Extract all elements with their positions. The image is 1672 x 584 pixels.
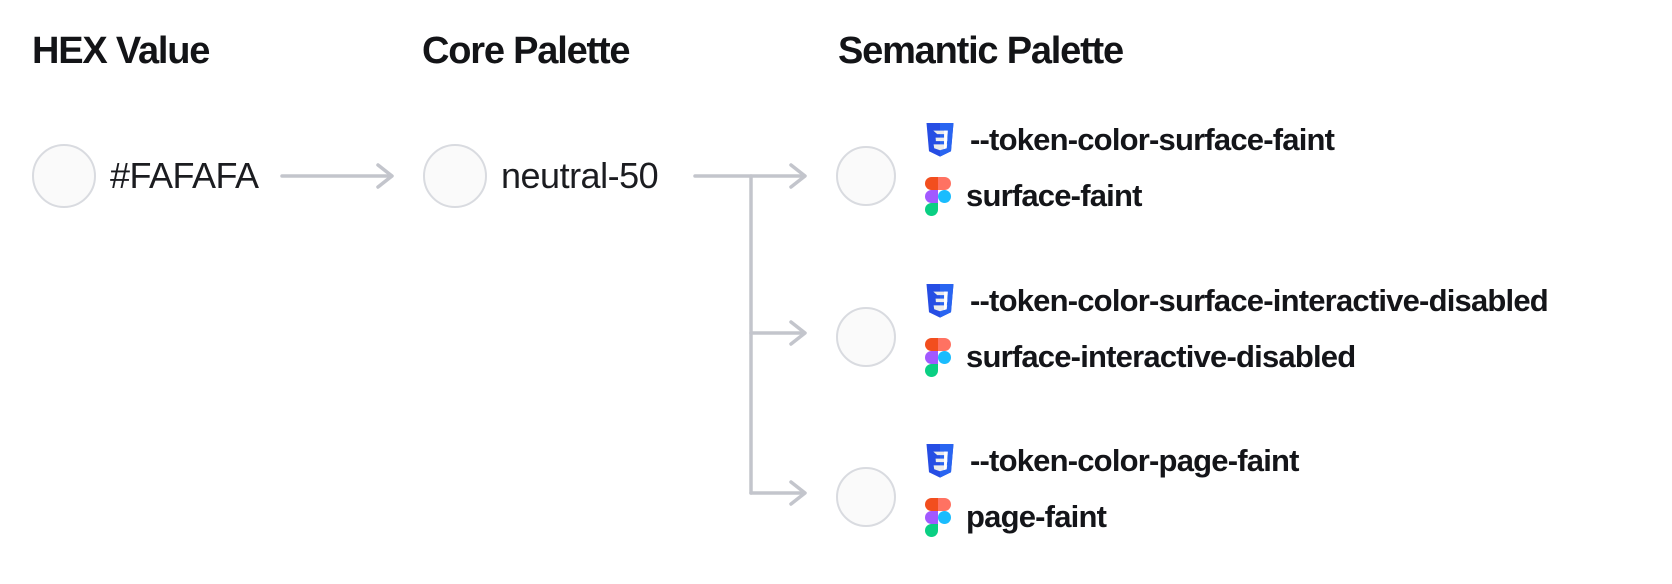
figma-logo-icon bbox=[925, 497, 951, 537]
semantic-swatch-surface-interactive-disabled bbox=[836, 307, 896, 367]
column-title-semantic-palette: Semantic Palette bbox=[838, 30, 1124, 72]
hex-color-swatch bbox=[32, 144, 96, 208]
css-variable-label: --token-color-surface-interactive-disabl… bbox=[970, 283, 1549, 318]
branch-connector-core-to-semantic bbox=[693, 163, 807, 506]
css3-shield-icon bbox=[925, 123, 955, 157]
semantic-row: --token-color-page-faint page-faint bbox=[925, 433, 1299, 545]
semantic-row: --token-color-surface-interactive-disabl… bbox=[925, 273, 1549, 385]
arrow-hex-to-core bbox=[280, 163, 394, 189]
figma-name-label: surface-faint bbox=[966, 178, 1142, 213]
figma-logo-icon bbox=[925, 176, 951, 216]
core-color-swatch bbox=[423, 144, 487, 208]
figma-name-label: page-faint bbox=[966, 499, 1107, 534]
column-title-hex-value: HEX Value bbox=[32, 30, 210, 72]
css3-shield-icon bbox=[925, 444, 955, 478]
css3-shield-icon bbox=[925, 284, 955, 318]
figma-logo-icon bbox=[925, 337, 951, 377]
semantic-swatch-page-faint bbox=[836, 467, 896, 527]
figma-name-label: surface-interactive-disabled bbox=[966, 339, 1356, 374]
css-variable-label: --token-color-surface-faint bbox=[970, 122, 1335, 157]
semantic-row: --token-color-surface-faint surface-fain… bbox=[925, 112, 1335, 224]
css-variable-label: --token-color-page-faint bbox=[970, 443, 1299, 478]
semantic-swatch-surface-faint bbox=[836, 146, 896, 206]
column-title-core-palette: Core Palette bbox=[422, 30, 631, 72]
core-palette-label: neutral-50 bbox=[501, 155, 659, 196]
hex-value-label: #FAFAFA bbox=[110, 155, 259, 196]
